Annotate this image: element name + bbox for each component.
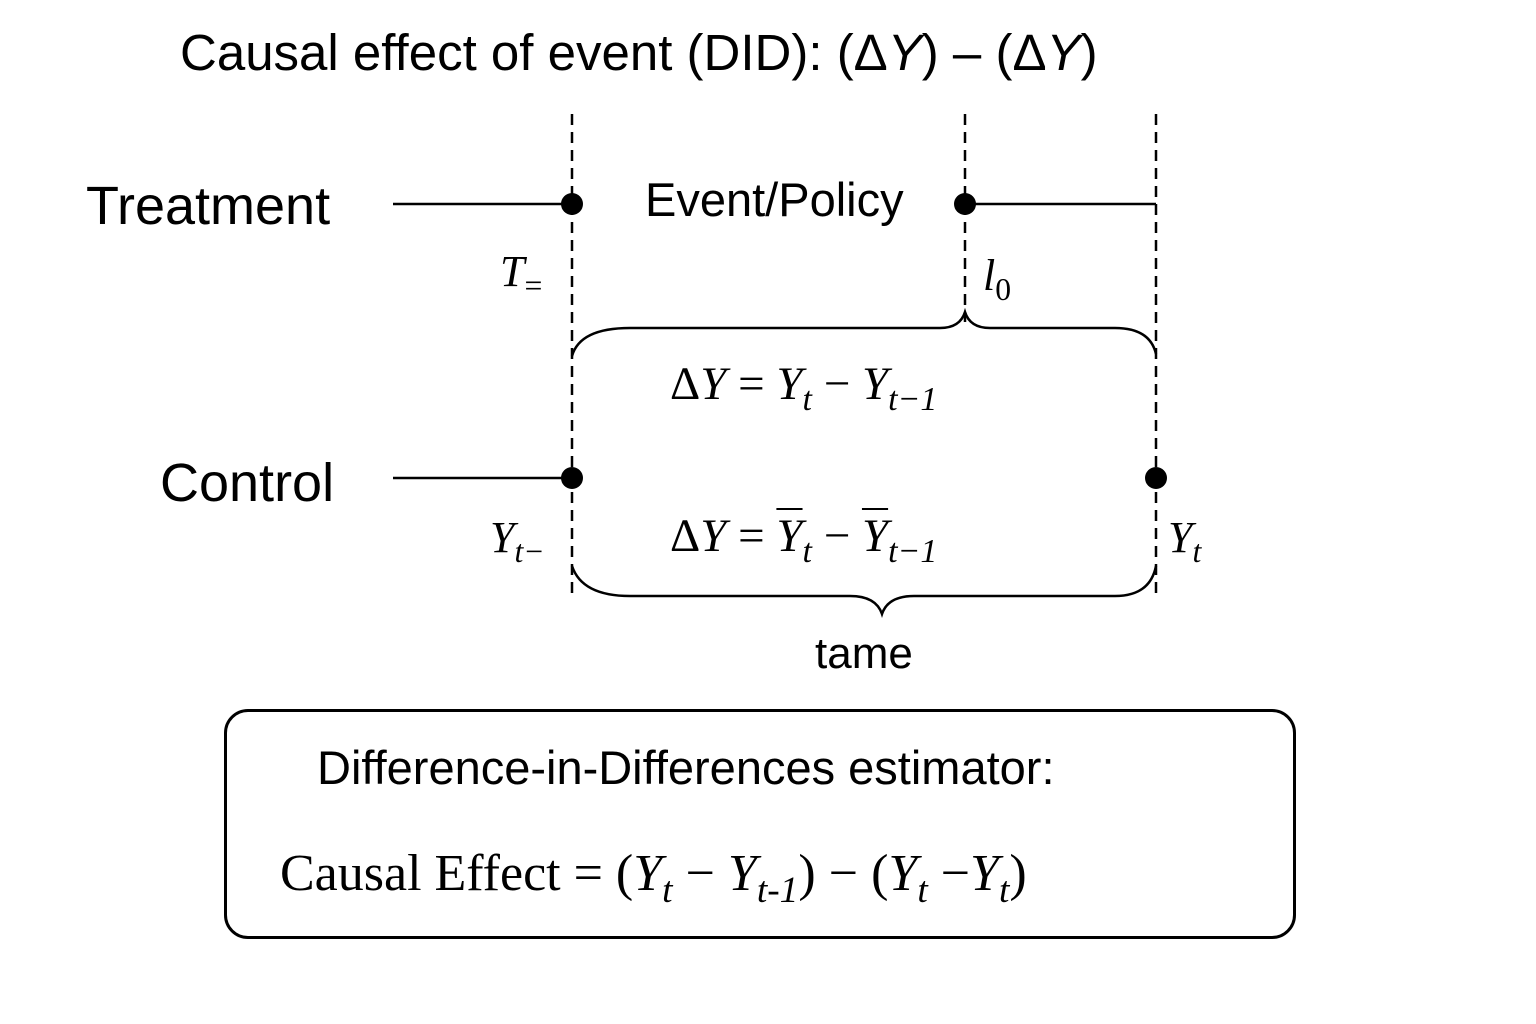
est-b-sub: t-1 (756, 869, 799, 911)
title-close-paren-2: ) (1080, 24, 1098, 81)
cf-y2: Y (861, 510, 889, 562)
y-post-sub: t (1192, 534, 1202, 570)
cf-lhs-y: Y (700, 510, 727, 562)
treatment-pre-point (561, 193, 583, 215)
est-d-sub: t (998, 869, 1010, 911)
est-b: Y (727, 845, 757, 902)
title-minus: – (938, 24, 996, 81)
treatment-change-brace (570, 307, 1158, 357)
diagram-title: Causal effect of event (DID): (ΔY) – (ΔY… (180, 22, 1098, 84)
control-change-formula: ΔY = Yt − Yt−1 (670, 508, 937, 568)
tf-lhs-y: Y (700, 358, 727, 410)
estimator-heading: Difference-in-Differences estimator: (317, 741, 1055, 794)
tf-eq: = (726, 358, 777, 410)
title-open-paren-2: ( (995, 24, 1013, 81)
tf-y1-sub: t (802, 380, 812, 418)
control-label: Control (160, 453, 335, 513)
treatment-label: Treatment (86, 176, 331, 236)
est-c: Y (888, 845, 918, 902)
title-y-1: Y (887, 24, 922, 81)
est-d: Y (970, 845, 999, 902)
y-pre-base: Y (490, 513, 515, 562)
tf-delta: Δ (670, 358, 701, 410)
control-pre-point (561, 467, 583, 489)
tf-minus: − (811, 358, 862, 410)
t-pre-base: T (500, 247, 525, 296)
estimator-formula: Causal Effect = (Yt − Yt-1) − (Yt −Yt) (280, 843, 1027, 909)
est-m3: − (927, 845, 971, 902)
y-post-marker: Yt (1168, 512, 1201, 567)
t-zero-marker: l0 (983, 250, 1011, 305)
t-zero-base: l (983, 251, 996, 300)
est-p1-close: ) (798, 845, 816, 902)
t-pre-sub: = (524, 268, 543, 304)
title-delta-2: Δ (1012, 24, 1047, 81)
y-post-base: Y (1168, 513, 1193, 562)
cf-y1: Y (776, 510, 803, 562)
est-p1-open: ( (615, 845, 634, 902)
est-lhs: Causal Effect (280, 845, 561, 902)
est-a-sub: t (662, 869, 673, 911)
cf-delta: Δ (670, 510, 701, 562)
tf-y1: Y (776, 358, 803, 410)
title-close-paren-1: ) (921, 24, 939, 81)
est-p2-open: ( (871, 845, 889, 902)
cf-minus: − (811, 510, 862, 562)
title-y-2: Y (1046, 24, 1081, 81)
cf-y2-sub: t−1 (888, 532, 938, 570)
t-pre-marker: T= (500, 246, 542, 301)
y-pre-marker: Yt− (490, 512, 545, 567)
event-policy-label: Event/Policy (645, 173, 904, 226)
estimator-box (224, 709, 1296, 939)
est-eq: = (560, 845, 616, 902)
treatment-change-formula: ΔY = Yt − Yt−1 (670, 356, 937, 416)
est-a: Y (633, 845, 663, 902)
est-m2: − (815, 845, 872, 902)
t-zero-sub: 0 (995, 272, 1012, 308)
control-change-brace (570, 565, 1158, 618)
time-axis-label: tame (815, 629, 913, 678)
title-open-paren-1: ( (836, 24, 854, 81)
est-p2-close: ) (1009, 845, 1027, 902)
tf-y2-sub: t−1 (888, 380, 938, 418)
tf-y2: Y (861, 358, 889, 410)
control-post-point (1145, 467, 1167, 489)
treatment-event-point (954, 193, 976, 215)
y-pre-sub: t− (514, 534, 545, 570)
est-c-sub: t (917, 869, 928, 911)
title-text: Causal effect of event (DID): (180, 24, 837, 81)
cf-eq: = (726, 510, 777, 562)
cf-y1-sub: t (802, 532, 812, 570)
est-m1: − (672, 845, 728, 902)
title-delta-1: Δ (853, 24, 888, 81)
